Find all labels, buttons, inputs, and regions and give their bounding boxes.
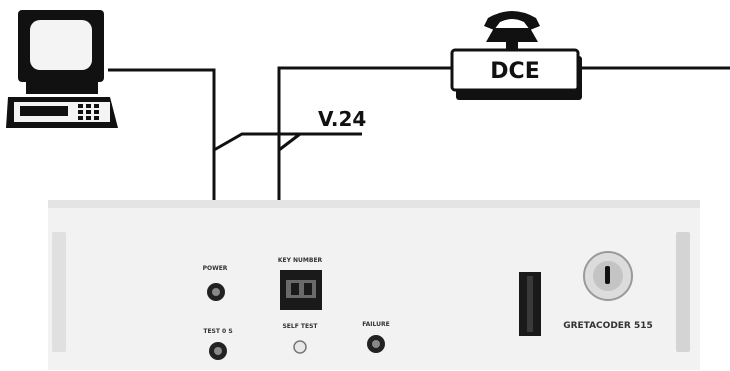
key-number-label: KEY NUMBER: [278, 257, 323, 264]
self-test-label: SELF TEST: [282, 323, 318, 330]
monitor-base: [26, 82, 98, 94]
dce-label: DCE: [490, 59, 539, 84]
v24-label: V.24: [318, 107, 366, 131]
power-label: POWER: [203, 265, 228, 272]
monitor-screen: [30, 20, 92, 70]
keyboard-keys: [20, 106, 68, 116]
telephone-body: [486, 28, 538, 42]
test-label: TEST 0 S: [203, 328, 232, 335]
device-left-handle: [52, 232, 66, 352]
key-number-digit-left: [291, 283, 299, 295]
power-lamp-center: [212, 288, 220, 296]
v24-pointer-bottom: [278, 132, 301, 152]
dce-box: DCE: [450, 48, 582, 100]
encryption-device: POWER KEY NUMBER TEST 0 S SELF TEST FAIL…: [48, 200, 700, 370]
device-right-handle: [676, 232, 690, 352]
connection-lines: [108, 66, 730, 200]
v24-pointer-top: [213, 132, 362, 152]
telephone-handset: [484, 11, 540, 30]
keypad: [78, 104, 99, 120]
key-lock-keyhole: [605, 266, 610, 284]
dce-box-face: [450, 48, 580, 92]
test-button-center: [214, 347, 222, 355]
telephone-icon: [484, 11, 540, 52]
terminal-icon: [6, 10, 118, 128]
key-number-digit-right: [304, 283, 312, 295]
failure-label: FAILURE: [362, 321, 390, 328]
card-slot-edge: [527, 276, 533, 332]
terminal-cable: [108, 68, 216, 200]
device-name: GRETACODER 515: [563, 321, 653, 331]
failure-lamp-center: [372, 340, 380, 348]
self-test-button[interactable]: [293, 340, 307, 354]
dce-left-cable: [277, 66, 452, 200]
device-top-edge: [48, 200, 700, 208]
telephone-stand: [506, 42, 518, 52]
